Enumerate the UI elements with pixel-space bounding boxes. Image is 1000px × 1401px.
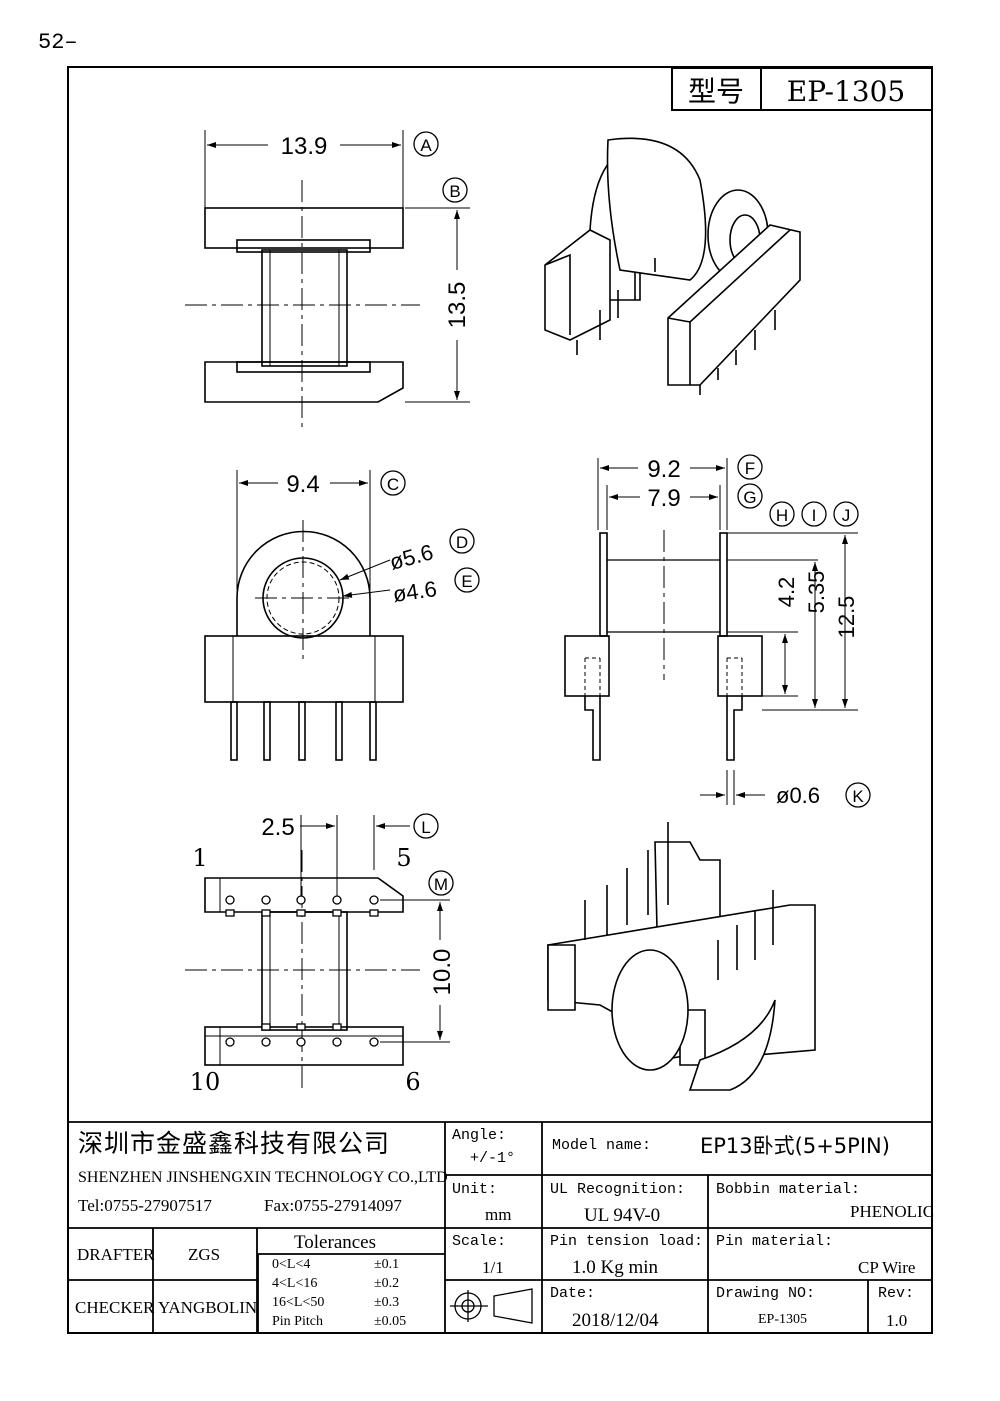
top-width-tag: A [420, 136, 432, 155]
front-width-dim: 9.4 [286, 471, 319, 498]
front-view [204, 470, 404, 761]
ul-recognition-label: UL Recognition: [550, 1181, 686, 1198]
tolerance-value-1: ±0.1 [374, 1257, 400, 1272]
pin-tension-label: Pin tension load: [550, 1233, 704, 1250]
top-height-tag: B [449, 182, 460, 201]
side-dim-j: 12.5 [834, 596, 859, 639]
scale-value: 1/1 [482, 1258, 504, 1277]
title-block-grid [67, 1121, 933, 1334]
side-outer-tag: F [745, 459, 755, 478]
date-value: 2018/12/04 [572, 1310, 659, 1331]
side-tag-i: I [812, 506, 817, 525]
drawing-no-value: EP-1305 [758, 1312, 807, 1327]
side-pin-dia: ø0.6 [776, 783, 820, 808]
top-height-dim: 13.5 [444, 282, 471, 329]
model-box-label: 型号 [688, 75, 744, 108]
date-label: Date: [550, 1285, 596, 1302]
side-pin-tag: K [852, 787, 864, 806]
model-name-value: EP13卧式(5+5PIN) [700, 1134, 890, 1158]
side-tag-j: J [842, 506, 851, 525]
rev-label: Rev: [878, 1285, 915, 1302]
company-tel: Tel:0755-27907517 [78, 1196, 212, 1215]
checker-value: YANGBOLIN [158, 1298, 258, 1317]
tolerance-range-4: Pin Pitch [272, 1314, 323, 1329]
pin-label-1: 1 [192, 844, 207, 872]
bottom-span-tag: M [434, 875, 448, 894]
drafter-label: DRAFTER [77, 1245, 155, 1264]
bobbin-material-value: PHENOLIC [850, 1202, 935, 1221]
unit-value: mm [485, 1205, 512, 1224]
company-name-cn: 深圳市金盛鑫科技有限公司 [78, 1129, 391, 1158]
angle-label: Angle: [452, 1127, 507, 1144]
pin-material-label: Pin material: [716, 1233, 834, 1250]
side-view [564, 458, 858, 805]
bottom-pitch-tag: L [421, 818, 430, 837]
bottom-span-dim: 10.0 [429, 949, 456, 996]
tolerance-value-2: ±0.2 [374, 1276, 400, 1291]
front-outer-tag: D [456, 533, 468, 552]
scale-label: Scale: [452, 1233, 507, 1250]
side-tag-h: H [776, 506, 788, 525]
drawing-frame [67, 66, 933, 1334]
pin-label-5: 5 [396, 844, 411, 872]
page-number: 52– [38, 30, 78, 55]
top-view [185, 130, 470, 430]
checker-label: CHECKER [75, 1298, 155, 1317]
bottom-pitch-dim: 2.5 [261, 814, 294, 841]
model-box: 型号 EP-1305 [671, 67, 933, 111]
bottom-pin-holes [225, 895, 379, 1047]
top-width-dim: 13.9 [281, 133, 328, 160]
projection-symbol [450, 1288, 533, 1324]
side-inner-dim: 7.9 [647, 485, 680, 512]
rev-value: 1.0 [886, 1311, 908, 1330]
pin-label-6: 6 [405, 1068, 420, 1096]
side-dim-i: 5.35 [804, 571, 829, 614]
ul-recognition-value: UL 94V-0 [584, 1205, 661, 1226]
side-outer-dim: 9.2 [647, 456, 680, 483]
tolerance-range-2: 4<L<16 [272, 1276, 318, 1291]
angle-value: +/-1° [470, 1150, 516, 1167]
side-dim-h: 4.2 [774, 577, 799, 608]
drafter-value: ZGS [188, 1245, 221, 1264]
side-inner-tag: G [743, 488, 756, 507]
front-inner-dia: ø4.6 [391, 576, 438, 607]
tolerance-range-3: 16<L<50 [272, 1295, 325, 1310]
tolerances-label: Tolerances [294, 1232, 377, 1253]
company-name-en: SHENZHEN JINSHENGXIN TECHNOLOGY CO.,LTD [78, 1169, 448, 1186]
company-fax: Fax:0755-27914097 [264, 1196, 402, 1215]
front-inner-tag: E [461, 572, 472, 591]
front-outer-dia: ø5.6 [387, 539, 436, 575]
front-width-tag: C [387, 475, 399, 494]
iso-view-bottom [547, 822, 816, 1091]
tolerance-value-4: ±0.05 [374, 1314, 407, 1329]
bobbin-material-label: Bobbin material: [716, 1181, 861, 1198]
iso-view-top [544, 137, 801, 395]
drawing-no-label: Drawing NO: [716, 1285, 816, 1302]
unit-label: Unit: [452, 1181, 498, 1198]
model-box-value: EP-1305 [787, 75, 905, 108]
tolerance-value-3: ±0.3 [374, 1295, 400, 1310]
tolerance-range-1: 0<L<4 [272, 1257, 311, 1272]
pin-label-10: 10 [190, 1068, 221, 1096]
pin-material-value: CP Wire [858, 1258, 916, 1277]
pin-tension-value: 1.0 Kg min [572, 1257, 659, 1278]
model-name-label: Model name: [552, 1137, 652, 1154]
